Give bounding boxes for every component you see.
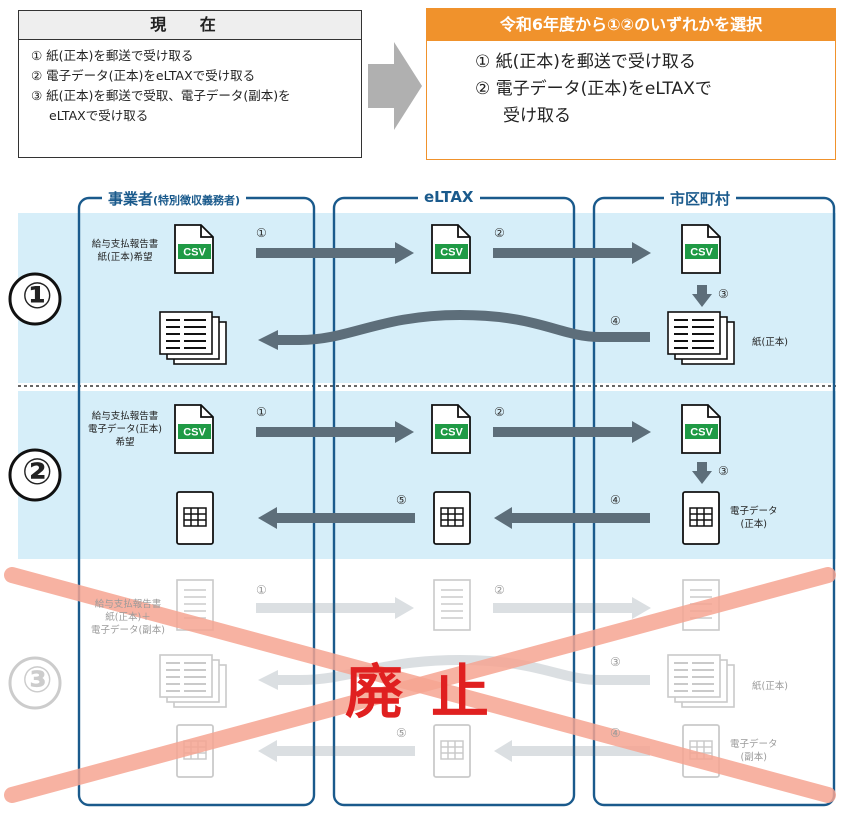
row2-number: ② [22, 452, 53, 493]
row2-employer-label: 給与支払報告書電子データ(正本)希望 [88, 411, 162, 448]
paper-stack-icon [667, 654, 735, 708]
eltax-column-title: eLTAX [418, 188, 480, 206]
step4-label: ④ [610, 493, 621, 507]
step3-label: ③ [718, 464, 729, 478]
row3-city-label-data: 電子データ(副本) [730, 739, 778, 763]
row3-number-circle [8, 656, 62, 710]
csv-document-icon [431, 224, 471, 274]
row1-employer-label: 給与支払報告書紙(正本)希望 [91, 239, 159, 263]
row3-employer-label: 給与支払報告書紙(正本)＋電子データ(副本) [91, 599, 165, 636]
row2-flow [174, 404, 721, 545]
step5-label: ⑤ [396, 726, 407, 740]
spreadsheet-document-icon [433, 724, 471, 778]
current-box: 現 在 ① 紙(正本)を郵送で受け取る ② 電子データ(正本)をeLTAXで受け… [18, 10, 362, 158]
csv-document-icon [431, 404, 471, 454]
step2-label: ② [494, 226, 505, 240]
current-item-1: ① 紙(正本)を郵送で受け取る [31, 48, 194, 63]
step4-label: ④ [610, 314, 621, 328]
spreadsheet-document-icon [433, 491, 471, 545]
row1-flow [159, 224, 735, 365]
row2-city-label: 電子データ(正本) [730, 506, 778, 530]
step4-label: ④ [610, 726, 621, 740]
new-box: 令和6年度から①②のいずれかを選択 ① 紙(正本)を郵送で受け取る ② 電子デー… [426, 8, 836, 160]
paper-stack-icon [159, 654, 227, 708]
new-title: 令和6年度から①②のいずれかを選択 [427, 9, 835, 41]
row3-flow [159, 579, 735, 778]
abolished-label: 廃止 [345, 658, 518, 726]
current-item-2: ② 電子データ(正本)をeLTAXで受け取る [31, 68, 256, 83]
current-title: 現 在 [19, 11, 361, 40]
paper-stack-icon [667, 311, 735, 365]
csv-document-icon [681, 224, 721, 274]
row2-number-circle [8, 448, 62, 502]
csv-document-icon [681, 404, 721, 454]
lined-document-icon [433, 579, 471, 631]
current-item-3: ③ 紙(正本)を郵送で受取、電子データ(副本)を [31, 88, 291, 103]
new-item-2: ② 電子データ(正本)をeLTAXで [475, 79, 712, 99]
down-arrow-icon [692, 471, 712, 484]
city-column-title: 市区町村 [664, 188, 737, 209]
step1-label: ① [256, 226, 267, 240]
paper-stack-icon [159, 311, 227, 365]
step1-label: ① [256, 405, 267, 419]
transition-arrow-icon [368, 42, 422, 130]
row3-number: ③ [22, 660, 53, 701]
step2-label: ② [494, 405, 505, 419]
spreadsheet-document-icon [176, 491, 214, 545]
current-item-3b: eLTAXで受け取る [49, 108, 149, 123]
csv-document-icon [174, 224, 214, 274]
spreadsheet-document-icon [682, 491, 720, 545]
cross-line-2 [4, 567, 836, 803]
step3-label: ③ [718, 287, 729, 301]
row1-number: ① [22, 276, 53, 317]
employer-column-title: 事業者(特別徴収義務者) [102, 188, 247, 209]
row1-city-label: 紙(正本) [752, 337, 788, 348]
step5-label: ⑤ [396, 493, 407, 507]
row1-number-circle [8, 272, 62, 326]
new-item-2b: 受け取る [503, 106, 571, 126]
csv-document-icon [174, 404, 214, 454]
down-arrow-icon [692, 294, 712, 307]
step2-label: ② [494, 583, 505, 597]
step1-label: ① [256, 583, 267, 597]
step3-label: ③ [610, 655, 621, 669]
new-item-1: ① 紙(正本)を郵送で受け取る [475, 52, 696, 72]
row3-city-label-paper: 紙(正本) [752, 681, 788, 692]
